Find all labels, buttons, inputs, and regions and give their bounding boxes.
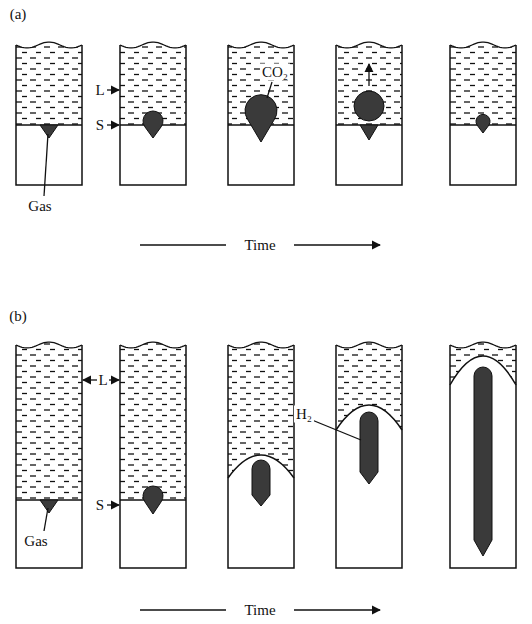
gas-label: Gas <box>26 198 53 215</box>
gas-bubble <box>252 460 270 506</box>
panel-letter: (b) <box>7 308 29 325</box>
gas-label: Gas <box>22 533 49 550</box>
liquid-region <box>450 42 516 125</box>
sample-panel <box>16 342 82 568</box>
panel-outline <box>336 345 402 568</box>
leader-line <box>83 379 97 380</box>
wavy-top <box>16 342 82 348</box>
sample-panel <box>120 342 186 568</box>
panel-outline <box>16 45 82 185</box>
gas-bubble <box>40 500 58 513</box>
wavy-top <box>228 42 294 48</box>
leader-line <box>107 504 119 505</box>
liquid-label: L <box>93 82 106 99</box>
leader-line <box>107 89 119 90</box>
liquid-label: L <box>96 372 109 389</box>
leader-line <box>294 244 380 245</box>
time-axis-label: Time <box>242 602 277 619</box>
gas-bubble <box>245 95 277 142</box>
liquid-region <box>16 42 82 125</box>
sample-panel <box>120 42 186 185</box>
wavy-top <box>16 42 82 48</box>
panel-outline <box>228 45 294 185</box>
sample-panel <box>450 342 516 568</box>
solid-label: S <box>94 117 106 134</box>
leader-line <box>312 420 361 440</box>
sample-panel <box>228 42 294 185</box>
leader-line <box>267 82 272 98</box>
wavy-top <box>336 342 402 348</box>
liquid-region <box>120 342 186 500</box>
leader-line <box>140 609 226 610</box>
rise-arrow <box>368 64 369 86</box>
liquid-region <box>228 342 294 478</box>
wavy-top <box>120 42 186 48</box>
gas-bubble <box>474 367 492 556</box>
solid-label: S <box>94 497 106 514</box>
gas-bubble <box>143 111 163 138</box>
panel-outline <box>450 45 516 185</box>
liquid-region <box>16 342 82 500</box>
panel-outline <box>336 45 402 185</box>
leader-line <box>44 508 48 531</box>
gas-bubble <box>143 486 163 514</box>
sample-panel <box>228 342 294 568</box>
panel-outline <box>120 45 186 185</box>
panel-outline <box>120 345 186 568</box>
leader-line <box>107 124 119 125</box>
leader-line <box>109 379 119 380</box>
leader-line <box>294 609 380 610</box>
panel-outline <box>450 345 516 568</box>
gas-label: H₂ <box>294 406 314 423</box>
wavy-top <box>228 342 294 348</box>
sample-panel <box>336 42 402 185</box>
gas-bubble <box>354 91 384 140</box>
sample-panel <box>336 342 402 568</box>
leader-line <box>44 134 48 196</box>
leader-line <box>140 244 226 245</box>
panel-letter: (a) <box>8 6 29 23</box>
gas-label: CO₂ <box>260 64 290 81</box>
gas-bubble <box>360 412 378 484</box>
wavy-top <box>450 42 516 48</box>
panel-outline <box>16 345 82 568</box>
sample-panel <box>16 42 82 185</box>
wavy-top <box>450 342 516 348</box>
time-axis-label: Time <box>242 237 277 254</box>
wavy-top <box>120 342 186 348</box>
panel-outline <box>228 345 294 568</box>
wavy-top <box>336 42 402 48</box>
gas-bubble <box>40 125 58 138</box>
sample-panel <box>450 42 516 185</box>
gas-bubble <box>476 114 490 133</box>
